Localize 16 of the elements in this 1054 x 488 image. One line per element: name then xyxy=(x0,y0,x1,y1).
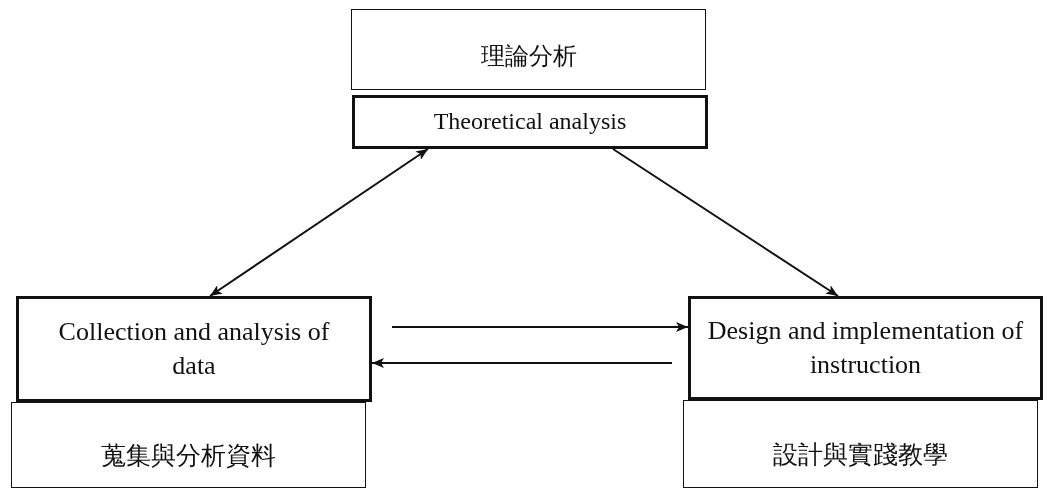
process-box xyxy=(352,95,708,149)
arrow xyxy=(612,148,839,297)
arrow xyxy=(209,148,429,297)
box-text: 理論分析 xyxy=(480,41,577,71)
chinese-label-box xyxy=(351,9,706,90)
box-text: 設計與實踐教學 xyxy=(773,439,948,470)
arrow xyxy=(371,358,673,368)
box-text: 蒐集與分析資料 xyxy=(101,440,276,471)
process-box xyxy=(688,296,1043,400)
process-box xyxy=(16,296,372,402)
box-text: Design and implementation of instruction xyxy=(706,315,1025,381)
box-text: Collection and analysis of data xyxy=(57,316,331,382)
chinese-label-box xyxy=(11,402,366,488)
arrow xyxy=(391,322,689,332)
chinese-label-box xyxy=(683,400,1038,488)
box-text: Theoretical analysis xyxy=(433,107,627,137)
